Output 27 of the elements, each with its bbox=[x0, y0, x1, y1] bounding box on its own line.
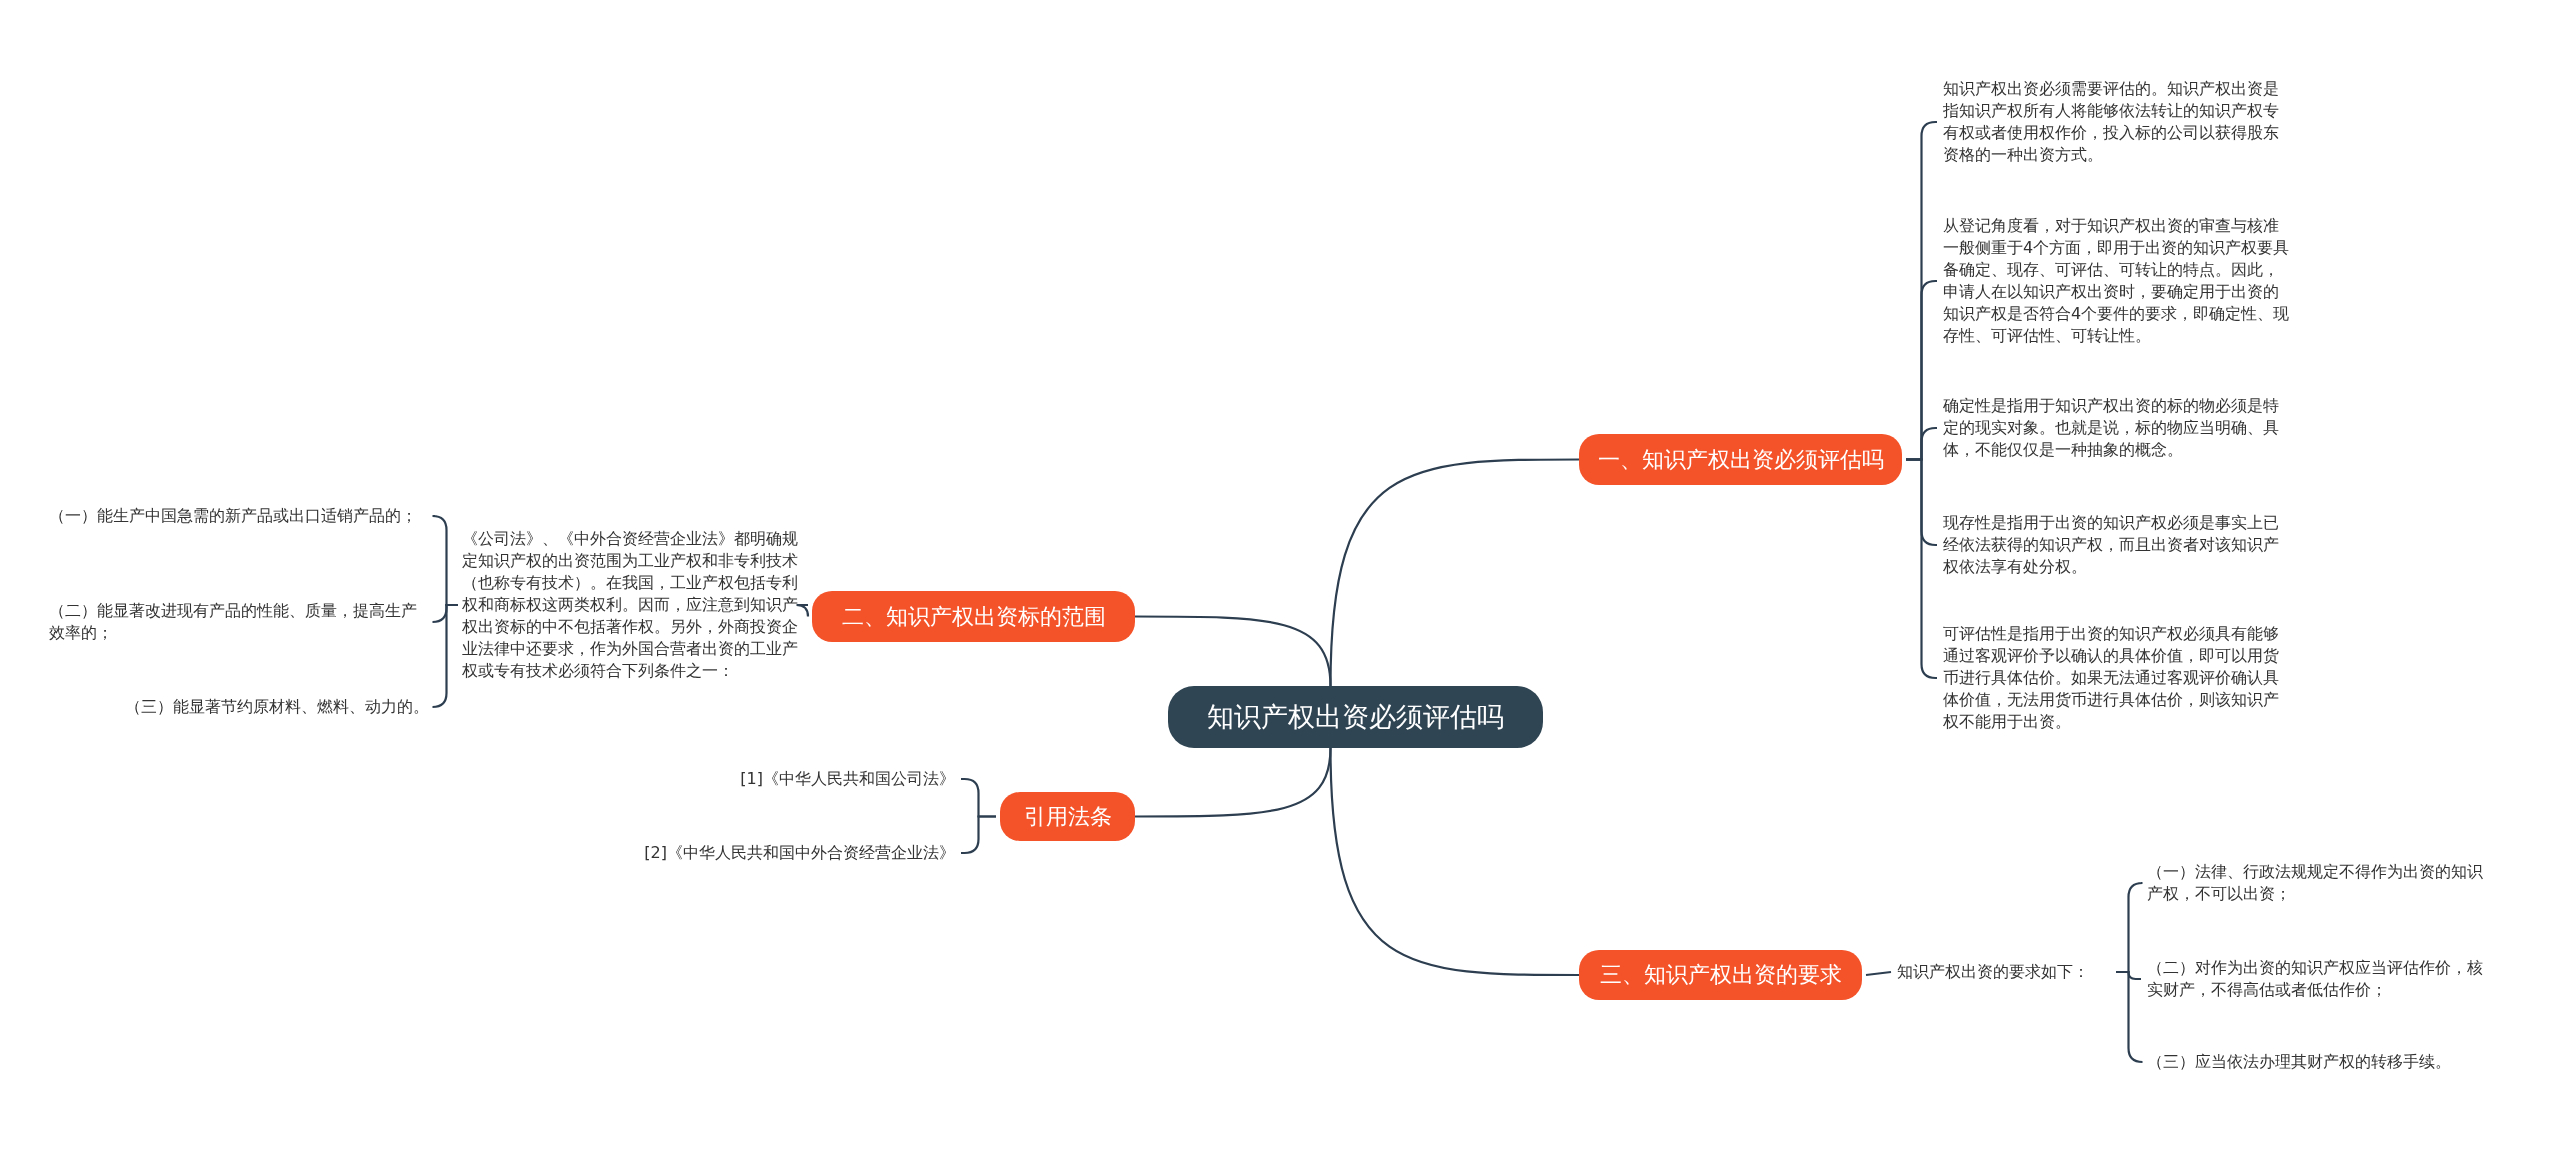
central-topic: 知识产权出资必须评估吗 bbox=[1168, 686, 1543, 748]
branch-topic: 三、知识产权出资的要求 bbox=[1579, 950, 1862, 1000]
detail-text: （二）能显著改进现有产品的性能、质量，提高生产效率的； bbox=[49, 600, 429, 644]
detail-text: [1]《中华人民共和国公司法》 bbox=[600, 768, 955, 790]
connector-line bbox=[961, 815, 996, 855]
detail-text: 知识产权出资必须需要评估的。知识产权出资是指知识产权所有人将能够依法转让的知识产权专有权或者使用权作价，投入标的公司以获得股东资格的一种出资方式。 bbox=[1943, 78, 2293, 166]
detail-text: [2]《中华人民共和国中外合资经营企业法》 bbox=[560, 842, 955, 864]
detail-text: 现存性是指用于出资的知识产权必须是事实上已经依法获得的知识产权，而且出资者对该知识产权依法享有处分权。 bbox=[1943, 512, 2293, 578]
detail-text: 可评估性是指用于出资的知识产权必须具有能够通过客观评价予以确认的具体价值，即可以用货币进行具体估价。如果无法通过客观评价确认具体价值，无法用货币进行具体估价，则该知识产权不能用于出资。 bbox=[1943, 623, 2293, 733]
branch-topic: 引用法条 bbox=[1000, 792, 1135, 841]
connector-line bbox=[2116, 970, 2144, 1064]
detail-text: （一）法律、行政法规规定不得作为出资的知识产权，不可以出资； bbox=[2147, 861, 2497, 905]
detail-text: 知识产权出资的要求如下： bbox=[1897, 961, 2112, 983]
connector-line bbox=[431, 603, 458, 709]
connector-line bbox=[1135, 615, 1332, 687]
detail-text: （三）应当依法办理其财产权的转移手续。 bbox=[2147, 1051, 2497, 1073]
connector-line bbox=[1329, 747, 1579, 977]
detail-text: 从登记角度看，对于知识产权出资的审查与核准一般侧重于4个方面，即用于出资的知识产权要具备确定、现存、可评估、可转让的特点。因此，申请人在以知识产权出资时，要确定用于出资的知识产权是否符合4个要件的要求，即确定性、现存性、可评估性、可转让性。 bbox=[1943, 215, 2293, 347]
detail-text: 《公司法》、《中外合资经营企业法》都明确规定知识产权的出资范围为工业产权和非专利技术（也称专有技术）。在我国，工业产权包括专利权和商标权这两类权利。因而，应注意到知识产权出资标的中不包括著作权。另外，外商投资企业法律中还要求，作为外国合营者出资的工业产权或专有技术必须符合下列条件之一： bbox=[462, 528, 802, 682]
detail-text: （三）能显著节约原材料、燃料、动力的。 bbox=[49, 696, 429, 718]
connector-line bbox=[1865, 970, 1892, 977]
branch-topic: 一、知识产权出资必须评估吗 bbox=[1579, 434, 1902, 485]
detail-text: （一）能生产中国急需的新产品或出口适销产品的； bbox=[49, 505, 429, 527]
connector-line bbox=[795, 603, 810, 618]
detail-text: （二）对作为出资的知识产权应当评估作价，核实财产，不得高估或者低估作价； bbox=[2147, 957, 2497, 1001]
branch-topic: 二、知识产权出资标的范围 bbox=[812, 591, 1135, 642]
detail-text: 确定性是指用于知识产权出资的标的物必须是特定的现实对象。也就是说，标的物应当明确、具体，不能仅仅是一种抽象的概念。 bbox=[1943, 395, 2293, 461]
